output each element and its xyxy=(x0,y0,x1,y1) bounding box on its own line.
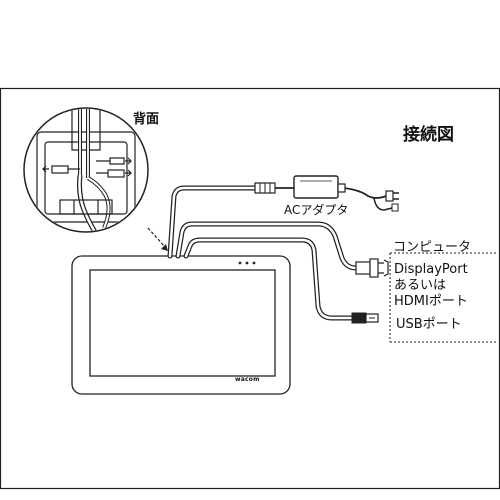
pen-display-device xyxy=(71,255,291,395)
displayport-label: DisplayPort あるいは HDMIポート xyxy=(394,262,489,310)
usb-connector-icon xyxy=(351,312,379,324)
ac-adapter-label: ACアダプタ xyxy=(284,203,349,217)
rear-view-inset xyxy=(23,107,168,251)
displayport-label-line2: あるいは xyxy=(394,278,447,293)
usb-port-label: USBポート xyxy=(396,317,462,332)
cables xyxy=(167,185,393,321)
displayport-label-line3: HDMIポート xyxy=(394,294,468,309)
brand-logo-text: wacom xyxy=(235,376,260,383)
power-plug-icon xyxy=(385,190,399,212)
displayport-connector-icon xyxy=(355,258,389,278)
rear-view-label: 背面 xyxy=(133,112,160,127)
diagram-title: 接続図 xyxy=(403,125,454,145)
ac-adapter-icon xyxy=(254,175,346,199)
computer-label: コンピュータ xyxy=(393,240,472,255)
displayport-label-line1: DisplayPort xyxy=(394,262,468,277)
